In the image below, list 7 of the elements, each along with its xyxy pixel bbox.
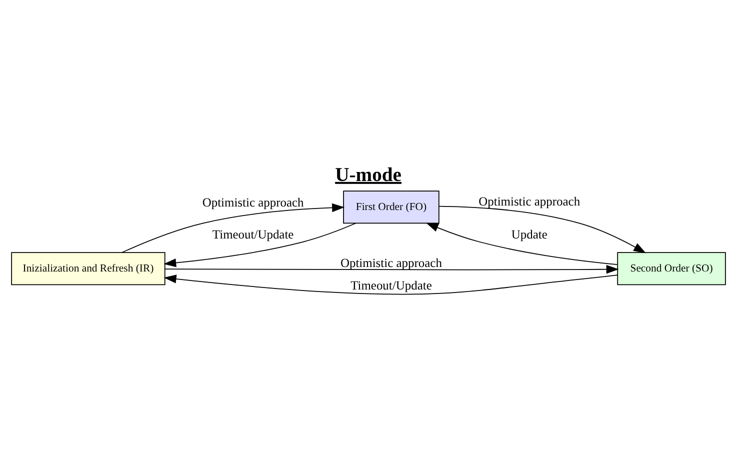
diagram-title: U-mode bbox=[335, 164, 402, 186]
edge-label: Update bbox=[511, 226, 548, 241]
edge-label: Optimistic approach bbox=[478, 194, 580, 208]
edge-label: Timeout/Update bbox=[350, 278, 432, 292]
edge-label: Timeout/Update bbox=[212, 226, 294, 241]
edge-label: Optimistic approach bbox=[340, 256, 442, 270]
edge-label: Optimistic approach bbox=[202, 194, 304, 209]
